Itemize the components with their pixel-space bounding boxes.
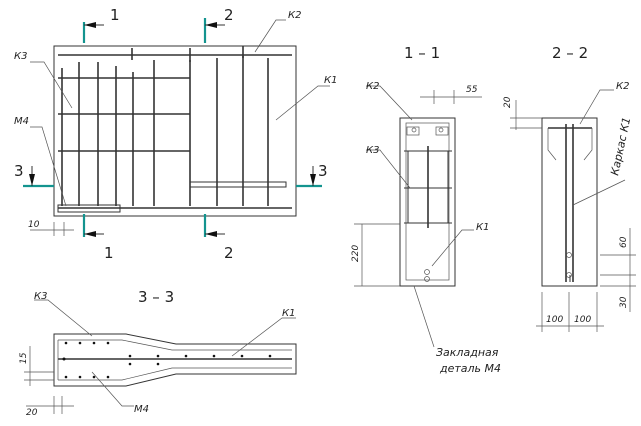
section-label-2-top: 2 (224, 6, 234, 24)
arrow-head (310, 174, 316, 186)
dim-20: 20 (503, 96, 513, 108)
label-m4-33: М4 (134, 404, 149, 415)
label-k3: К3 (14, 51, 27, 62)
inner-bottom (58, 367, 292, 381)
arrow-head (205, 22, 217, 28)
embedded-plate-m4 (57, 204, 121, 213)
arrow-head (29, 174, 35, 186)
note-embedded-line1: Закладная (436, 346, 499, 359)
label-k2: К2 (288, 10, 301, 21)
label-k1: К1 (324, 75, 337, 86)
section-label-1-top: 1 (110, 6, 120, 24)
bar-dots-33 (62, 341, 272, 379)
leader-k1 (275, 85, 330, 121)
arrow-head (205, 231, 217, 237)
tapered-right (583, 128, 593, 161)
section-title-2-2: 2 – 2 (552, 44, 588, 62)
dim-100-left: 100 (546, 315, 563, 325)
section-3-3-view: 3 – 3 К3 К1 М4 15 20 (19, 288, 297, 418)
leader-k3 (30, 61, 73, 109)
bar-dot (566, 252, 572, 258)
dim-220: 220 (351, 245, 361, 262)
bar-dot (438, 127, 444, 133)
label-k3-33: К3 (34, 291, 47, 302)
leader-k1-11 (431, 229, 474, 267)
leader-k2 (254, 19, 286, 53)
bar-dot (424, 269, 430, 275)
section-1-1-inner (405, 122, 450, 281)
dim-15: 15 (19, 352, 29, 364)
section-2-2-view: 2 – 2 К2 Каркас К1 20 60 30 100 100 (503, 44, 636, 332)
label-karkas-k1: Каркас К1 (608, 116, 633, 177)
leader-k3-11 (366, 149, 411, 189)
section-1-1-outline (399, 117, 456, 287)
k1-lower-bar (189, 181, 287, 188)
leader-k3-33 (34, 299, 93, 337)
leader-karkas-k1 (572, 179, 626, 206)
k2-hook-right (435, 126, 449, 136)
leader-m4-11 (413, 285, 435, 348)
leader-k2-22 (579, 89, 614, 125)
label-k1-33: К1 (282, 308, 295, 319)
bar-dot (424, 276, 430, 282)
section-title-3-3: 3 – 3 (138, 288, 174, 306)
note-embedded-line2: деталь М4 (439, 362, 501, 375)
tapered-left (547, 128, 557, 161)
dim-55: 55 (466, 85, 478, 95)
dim-60: 60 (619, 236, 629, 248)
section-1-1-view: 1 – 1 К2 К3 К1 55 220 Закладная (351, 44, 501, 375)
inner-top (58, 339, 292, 351)
dim-100-right: 100 (574, 315, 591, 325)
section-label-1-bottom: 1 (104, 244, 114, 262)
section-label-2-bottom: 2 (224, 244, 234, 262)
section-3-3-outline (53, 333, 297, 387)
arrow-head (84, 22, 96, 28)
label-m4: М4 (14, 116, 29, 127)
label-k2-11: К2 (366, 81, 379, 92)
label-k1-11: К1 (476, 222, 489, 233)
elevation-view: 1 1 2 2 3 3 К3 М4 К2 К1 10 (14, 6, 337, 262)
leader-k2-11 (366, 85, 413, 121)
bar-dot (411, 127, 417, 133)
section-title-1-1: 1 – 1 (404, 44, 440, 62)
section-label-3-right: 3 (318, 162, 328, 180)
section-2-2-outline (541, 117, 598, 287)
label-k3-11: К3 (366, 145, 379, 156)
dim-30: 30 (619, 296, 629, 308)
section-label-3-left: 3 (14, 162, 24, 180)
dim-10: 10 (28, 220, 40, 230)
leader-m4-33 (91, 371, 134, 407)
k2-hook-left (406, 126, 420, 136)
elevation-outline (53, 45, 297, 217)
leader-k1-33 (231, 317, 296, 357)
bar-dot (566, 272, 572, 278)
dim-20-33: 20 (26, 408, 38, 418)
leader-m4 (30, 126, 67, 207)
arrow-head (84, 231, 96, 237)
label-k2-22: К2 (616, 81, 629, 92)
